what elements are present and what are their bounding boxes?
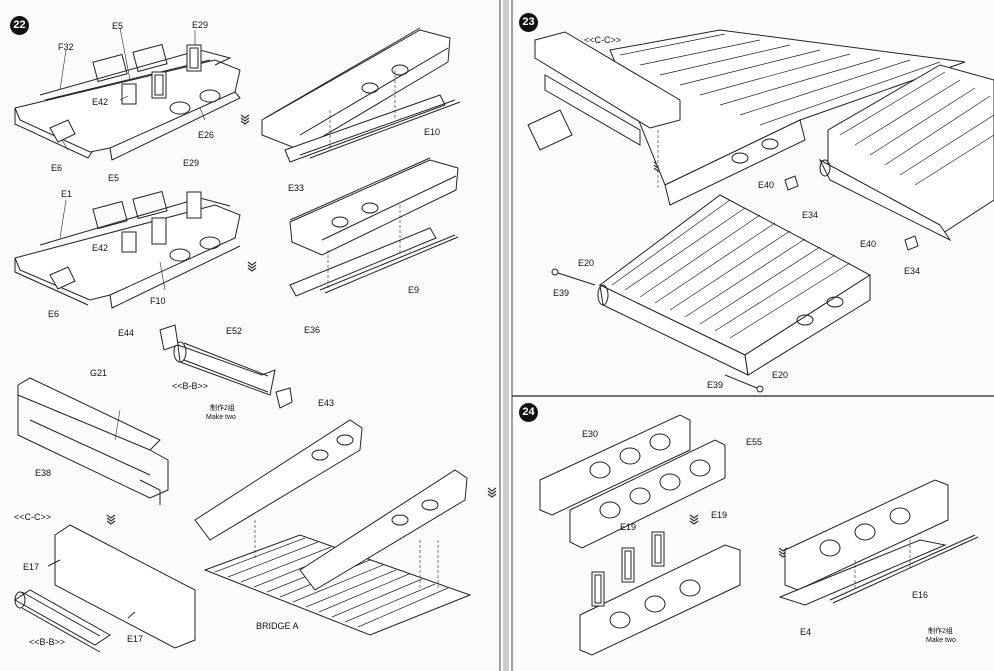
step23-drawings: [527, 29, 994, 393]
flow-arrow-icon-2: [247, 261, 257, 272]
flow-arrow-icon-3: [106, 514, 116, 525]
frame-g21: [17, 377, 169, 505]
part-label-f10: F10: [150, 296, 166, 306]
section-label-bb-2: <<B-B>>: [29, 637, 66, 647]
part-label-e55: E55: [746, 437, 763, 447]
roller-e52: [159, 324, 293, 409]
part-label-e30: E30: [582, 429, 599, 439]
part-label-e17: E17: [23, 562, 40, 572]
part-label-e16: E16: [912, 590, 929, 600]
part-label-e19: E19: [620, 522, 637, 532]
part-label-e19-b: E19: [711, 510, 728, 520]
part-label-e42-b: E42: [92, 243, 109, 253]
part-label-e5-b: E5: [108, 173, 120, 183]
bridge-a: [194, 419, 472, 636]
step-badge-22: 22: [10, 16, 29, 35]
flow-arrow-icon-1: [240, 114, 250, 125]
part-label-g21: G21: [90, 368, 108, 378]
page-dividers: [499, 0, 994, 671]
part-label-e20-b: E20: [772, 370, 789, 380]
part-label-e20: E20: [578, 258, 595, 268]
part-label-e5: E5: [112, 21, 124, 31]
step22-drawings: [14, 27, 472, 653]
part-label-e39: E39: [553, 288, 570, 298]
part-label-e4: E4: [800, 627, 812, 637]
part-label-e26: E26: [198, 130, 215, 140]
bridge-deck-lower: [551, 194, 871, 393]
part-label-e36: E36: [304, 325, 321, 335]
make-two-note-24: Make two: [926, 637, 956, 644]
bridge-deck-upper: [527, 29, 966, 206]
beam-e10: [261, 27, 461, 163]
part-label-e40: E40: [758, 180, 775, 190]
part-label-f32: F32: [58, 42, 74, 52]
chassis-mid-left: [14, 190, 241, 309]
part-label-e10: E10: [424, 127, 441, 137]
step-badge-24: 24: [519, 403, 538, 422]
flow-arrow-icon-6: [689, 514, 699, 525]
make-two-note: Make two: [206, 414, 236, 421]
part-label-e9: E9: [408, 285, 420, 295]
part-label-e40-b: E40: [860, 239, 877, 249]
chassis-top-left: [14, 27, 241, 161]
section-label-cc-23: <<C-C>>: [584, 35, 622, 45]
part-label-e6-b: E6: [48, 309, 60, 319]
part-label-e29-b: E29: [183, 158, 200, 168]
part-label-e38: E38: [35, 468, 52, 478]
step24-drawings: [539, 414, 979, 656]
part-label-e6: E6: [51, 163, 63, 173]
part-label-e43: E43: [318, 398, 335, 408]
section-label-bb: <<B-B>>: [172, 381, 209, 391]
make-two-cn: 制作2组: [210, 405, 235, 412]
part-label-e52: E52: [226, 326, 243, 336]
cc-assembly-lower: [14, 524, 196, 653]
part-label-e44: E44: [118, 328, 135, 338]
part-label-e33: E33: [288, 183, 305, 193]
make-two-cn-24: 制作2组: [928, 628, 953, 635]
step-badge-23: 23: [519, 13, 538, 32]
part-label-e34: E34: [802, 210, 819, 220]
side-panels-top: [539, 414, 726, 549]
part-label-e17-b: E17: [127, 634, 144, 644]
part-label-e42: E42: [92, 97, 109, 107]
section-label-cc: <<C-C>>: [14, 512, 52, 522]
assembled-panel: [778, 479, 979, 606]
part-label-e1: E1: [61, 189, 73, 199]
part-label-bridge-a: BRIDGE A: [256, 621, 299, 631]
bridge-deck-right: [784, 64, 994, 251]
part-label-e34-b: E34: [904, 266, 921, 276]
part-label-e39-b: E39: [707, 380, 724, 390]
part-label-e29: E29: [192, 20, 209, 30]
beam-e9: [289, 157, 459, 297]
side-panels-bottom: [579, 531, 741, 656]
flow-arrow-icon-4: [487, 487, 497, 498]
